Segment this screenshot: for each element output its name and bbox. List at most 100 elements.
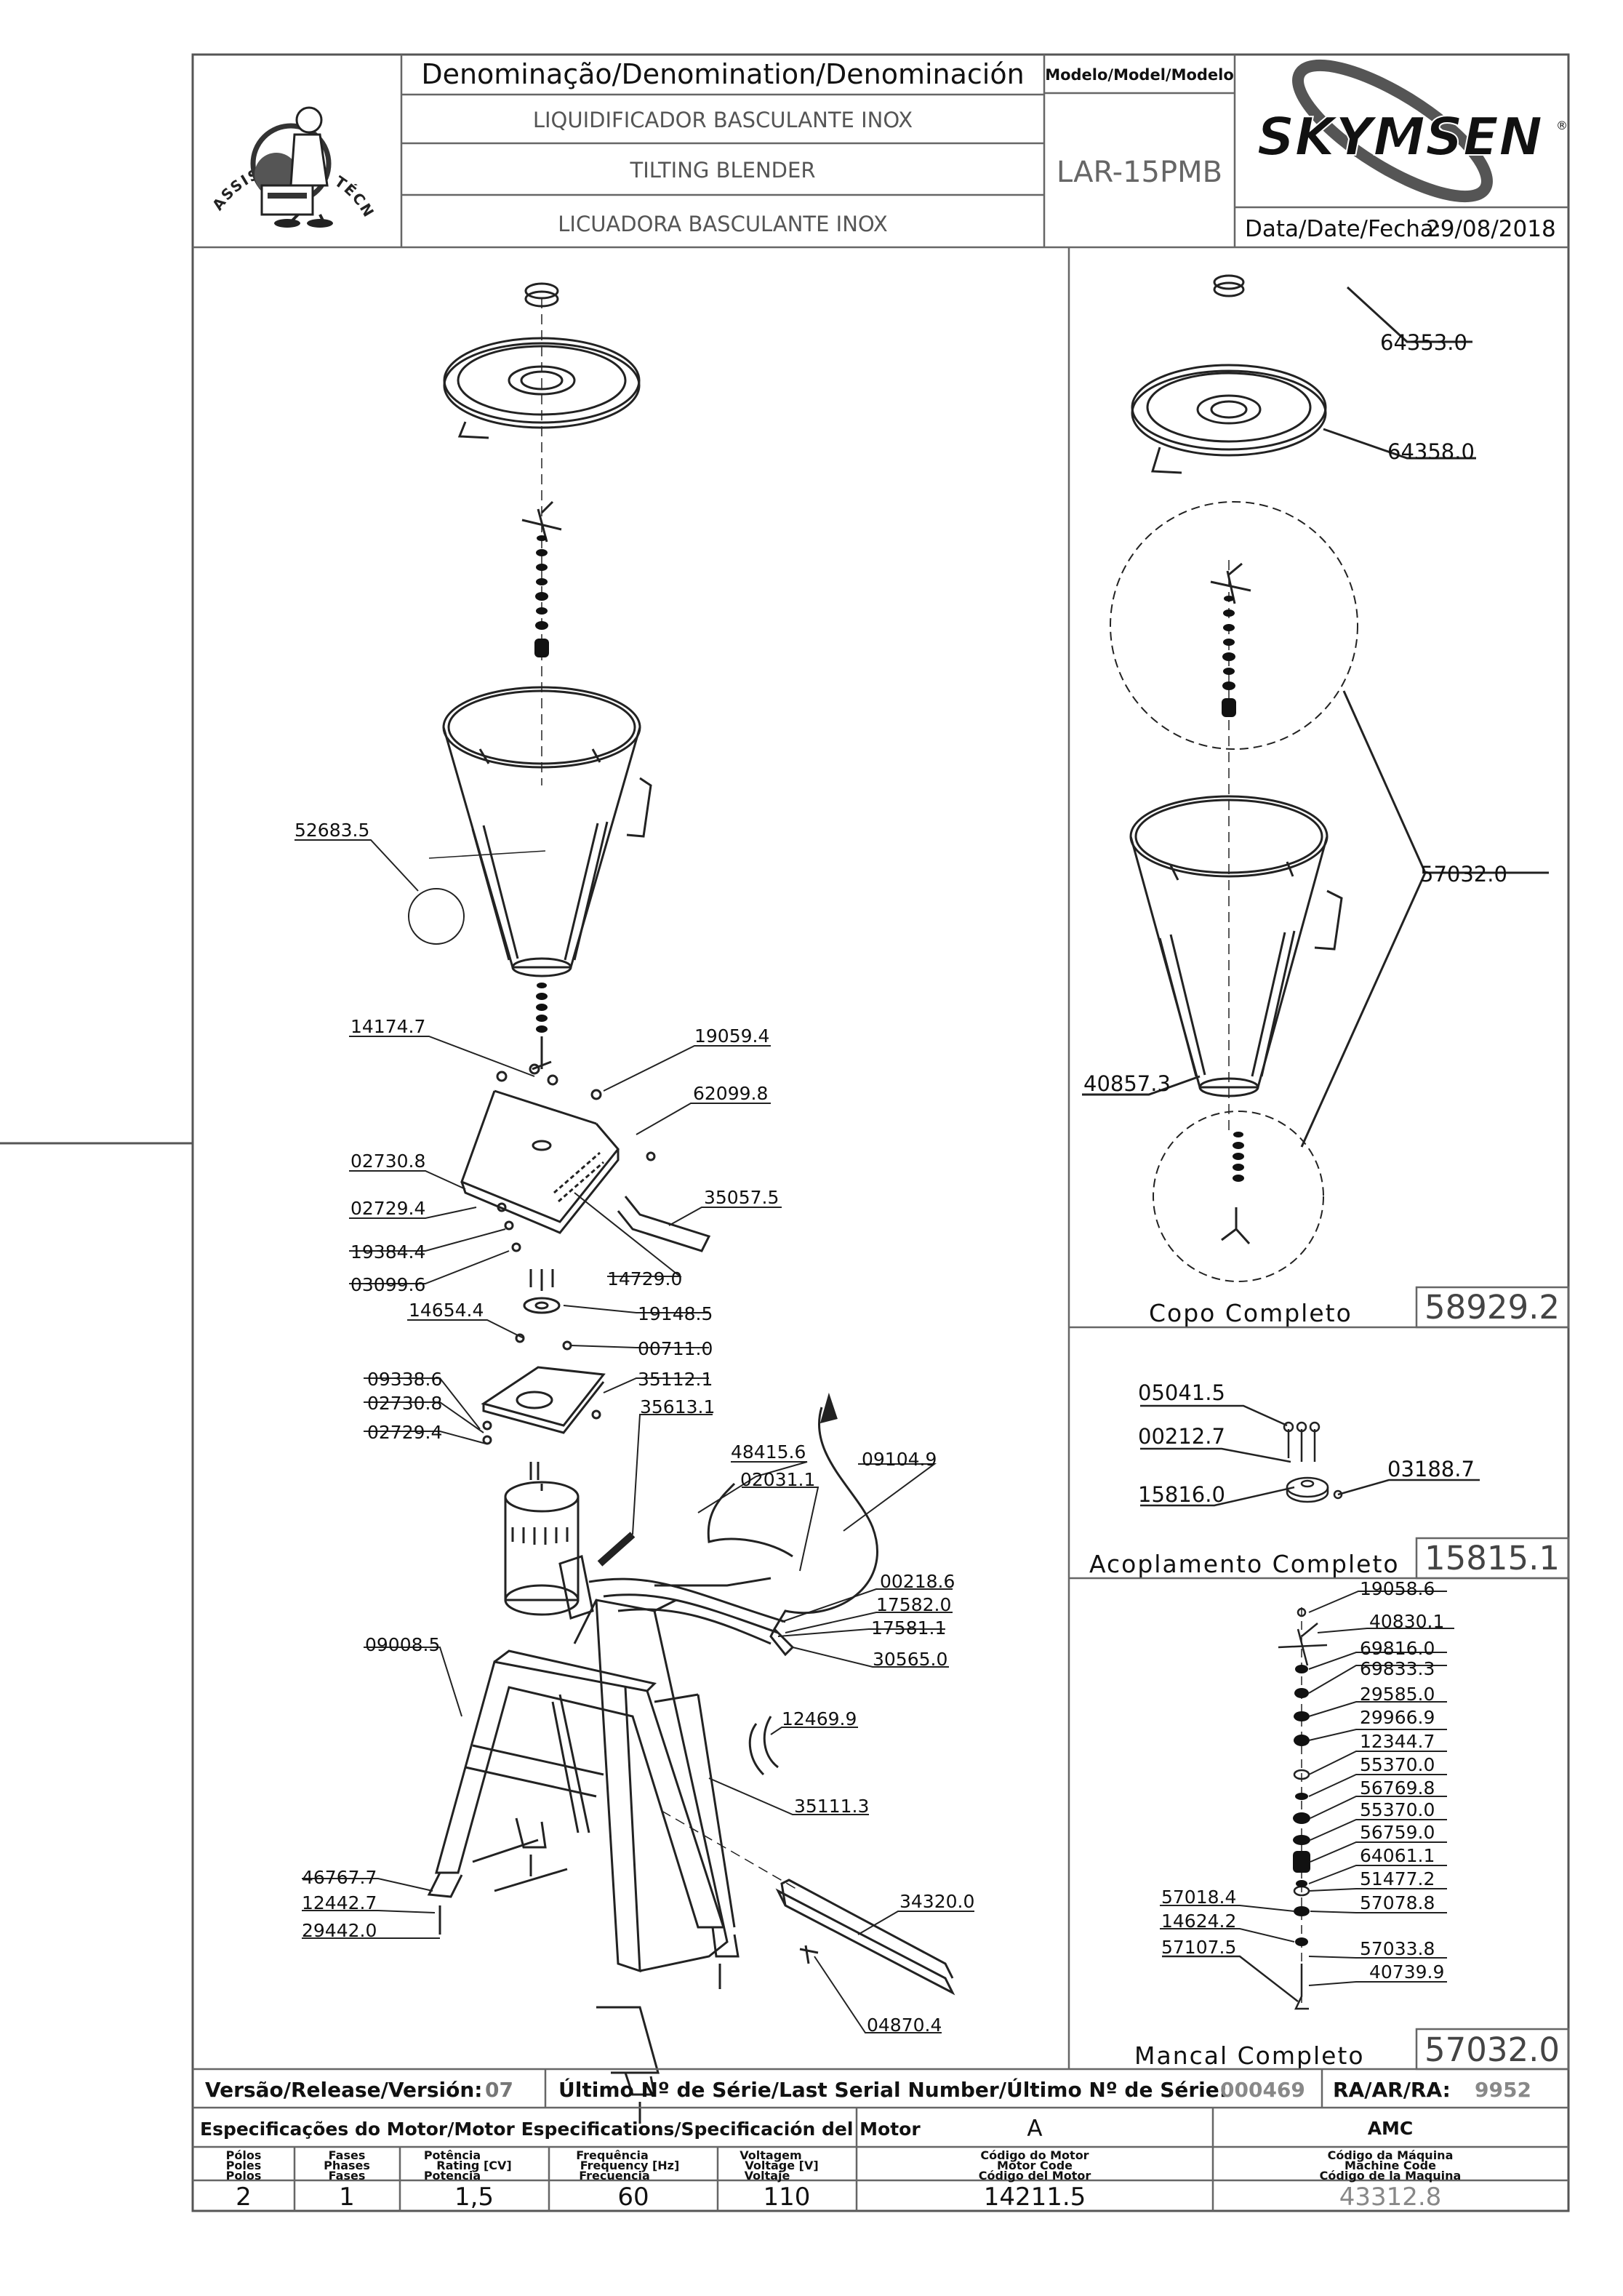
serial-value: 000469	[1220, 2078, 1305, 2102]
ra-value: 9952	[1475, 2078, 1531, 2102]
frequency-value: 60	[617, 2183, 649, 2212]
acoplamento-completo-code: 15815.1	[1424, 1539, 1560, 1577]
bottom-tables: Versão/Release/Versión: 07 Último Nº de …	[193, 2068, 1568, 2212]
motor-plate-drawing	[481, 1269, 606, 1445]
model-value: LAR-15PMB	[1057, 156, 1222, 189]
phases-header-en: Phases	[324, 2159, 370, 2172]
power-header-es: Potencia	[424, 2169, 481, 2183]
part-label: 19058.6	[1360, 1578, 1435, 1599]
outer-frame	[0, 53, 1570, 2212]
part-label: 15816.0	[1138, 1482, 1225, 1507]
main-part-labels: 52683.5 14174.7 19059.4 62099.8 02730.8 …	[294, 820, 974, 2036]
part-label: 51477.2	[1360, 1868, 1435, 1889]
part-label: 64353.0	[1380, 330, 1467, 355]
denomination-title: Denominação/Denomination/Denominación	[421, 58, 1024, 90]
part-label: 19059.4	[694, 1025, 769, 1047]
motor-code-header-pt: Código do Motor	[980, 2148, 1089, 2162]
frequency-header-en: Frequency [Hz]	[580, 2159, 680, 2172]
part-label: 19384.4	[350, 1241, 425, 1263]
poles-header-pt: Pólos	[226, 2148, 262, 2162]
part-label: 02031.1	[740, 1469, 815, 1490]
part-label: 09338.6	[367, 1369, 442, 1390]
detail-circle-52683	[408, 888, 465, 945]
part-label: 57018.4	[1161, 1887, 1236, 1908]
part-label: 62099.8	[693, 1083, 768, 1104]
part-label: 14729.0	[607, 1268, 682, 1289]
poles-header-en: Poles	[226, 2159, 262, 2172]
motor-code-header-es: Código del Motor	[979, 2169, 1091, 2183]
version-value: 07	[485, 2078, 513, 2102]
part-label: 02729.4	[367, 1422, 442, 1443]
lid-drawing	[443, 282, 641, 439]
machine-code-header-pt: Código da Máquina	[1328, 2148, 1454, 2162]
part-label: 12344.7	[1360, 1731, 1435, 1752]
motor-col-amc: AMC	[1368, 2118, 1414, 2139]
phases-header-es: Fases	[329, 2169, 366, 2183]
part-label: 29442.0	[302, 1920, 377, 1941]
serial-label: Último Nº de Série/Last Serial Number/Úl…	[558, 2077, 1227, 2102]
power-header-pt: Potência	[424, 2148, 481, 2162]
part-label: 03099.6	[350, 1274, 425, 1295]
part-label: 03188.7	[1387, 1457, 1475, 1481]
part-label: 34320.0	[899, 1891, 974, 1912]
mancal-completo-title: Mancal Completo	[1134, 2041, 1365, 2070]
part-label: 02730.8	[350, 1151, 425, 1172]
power-value: 1,5	[454, 2183, 494, 2212]
phases-value: 1	[339, 2183, 355, 2212]
part-label: 69833.3	[1360, 1658, 1435, 1679]
base-cover-drawing	[460, 1063, 656, 1252]
part-label: 57078.8	[1360, 1892, 1435, 1913]
part-label: 52683.5	[294, 820, 369, 841]
ra-label: RA/AR/RA:	[1333, 2078, 1451, 2102]
part-label: 57032.0	[1420, 862, 1507, 887]
part-label: 02729.4	[350, 1198, 425, 1219]
part-label: 35112.1	[638, 1369, 713, 1390]
part-label: 02730.8	[367, 1393, 442, 1414]
machine-code-header-en: Machine Code	[1345, 2159, 1436, 2172]
poles-header-es: Polos	[226, 2169, 262, 2183]
part-label: 09008.5	[365, 1634, 440, 1655]
voltage-header-pt: Voltagem	[740, 2148, 801, 2162]
part-label: 56759.0	[1360, 1822, 1435, 1843]
brand-name: SKYMSEN	[1257, 106, 1543, 167]
part-label: 12442.7	[302, 1892, 377, 1913]
part-label: 35613.1	[640, 1396, 715, 1417]
frequency-header-pt: Frequência	[576, 2148, 649, 2162]
acoplamento-completo-panel: 05041.5 00212.7 03188.7 15816.0 Acoplame…	[1089, 1380, 1560, 1578]
part-label: 48415.6	[731, 1441, 806, 1463]
part-label: 57033.8	[1360, 1938, 1435, 1959]
part-label: 00711.0	[638, 1338, 713, 1359]
copo-completo-panel: 64353.0 64358.0 57032.0 40857.3 Copo Com…	[1082, 274, 1560, 1327]
part-label: 17581.1	[871, 1617, 946, 1639]
cup-drawing	[442, 686, 652, 977]
voltage-value: 110	[764, 2183, 811, 2212]
part-label: 55370.0	[1360, 1754, 1435, 1775]
part-label: 14624.2	[1161, 1911, 1236, 1932]
part-label: 29966.9	[1360, 1707, 1435, 1728]
part-label: 19148.5	[638, 1303, 713, 1324]
motor-col-a: A	[1027, 2116, 1042, 2142]
blade-stack-drawing	[521, 500, 562, 657]
part-label: 17582.0	[876, 1594, 951, 1615]
part-label: 40830.1	[1369, 1611, 1444, 1632]
part-label: 14174.7	[350, 1016, 425, 1037]
part-label: 30565.0	[873, 1649, 947, 1670]
motor-code-value: 14211.5	[984, 2183, 1086, 2212]
part-label: 46767.7	[302, 1867, 377, 1888]
mancal-leader-lines	[1160, 1591, 1454, 1986]
product-name-es: LICUADORA BASCULANTE INOX	[558, 212, 888, 236]
main-leader-lines	[294, 839, 974, 2033]
part-label: 04870.4	[867, 2015, 942, 2036]
date-label: Data/Date/Fecha:	[1245, 216, 1441, 242]
copo-completo-code: 58929.2	[1424, 1288, 1560, 1327]
part-label: 35111.3	[794, 1796, 869, 1817]
part-label: 56769.8	[1360, 1777, 1435, 1799]
part-label: 69816.0	[1360, 1638, 1435, 1659]
date-value: 29/08/2018	[1426, 216, 1556, 242]
part-label: 00218.6	[880, 1571, 955, 1592]
product-name-en: TILTING BLENDER	[630, 158, 816, 183]
voltage-header-en: Voltage [V]	[745, 2159, 818, 2172]
part-label: 05041.5	[1138, 1380, 1225, 1405]
part-label: 14654.4	[409, 1300, 484, 1321]
frequency-header-es: Frecuencia	[579, 2169, 650, 2183]
